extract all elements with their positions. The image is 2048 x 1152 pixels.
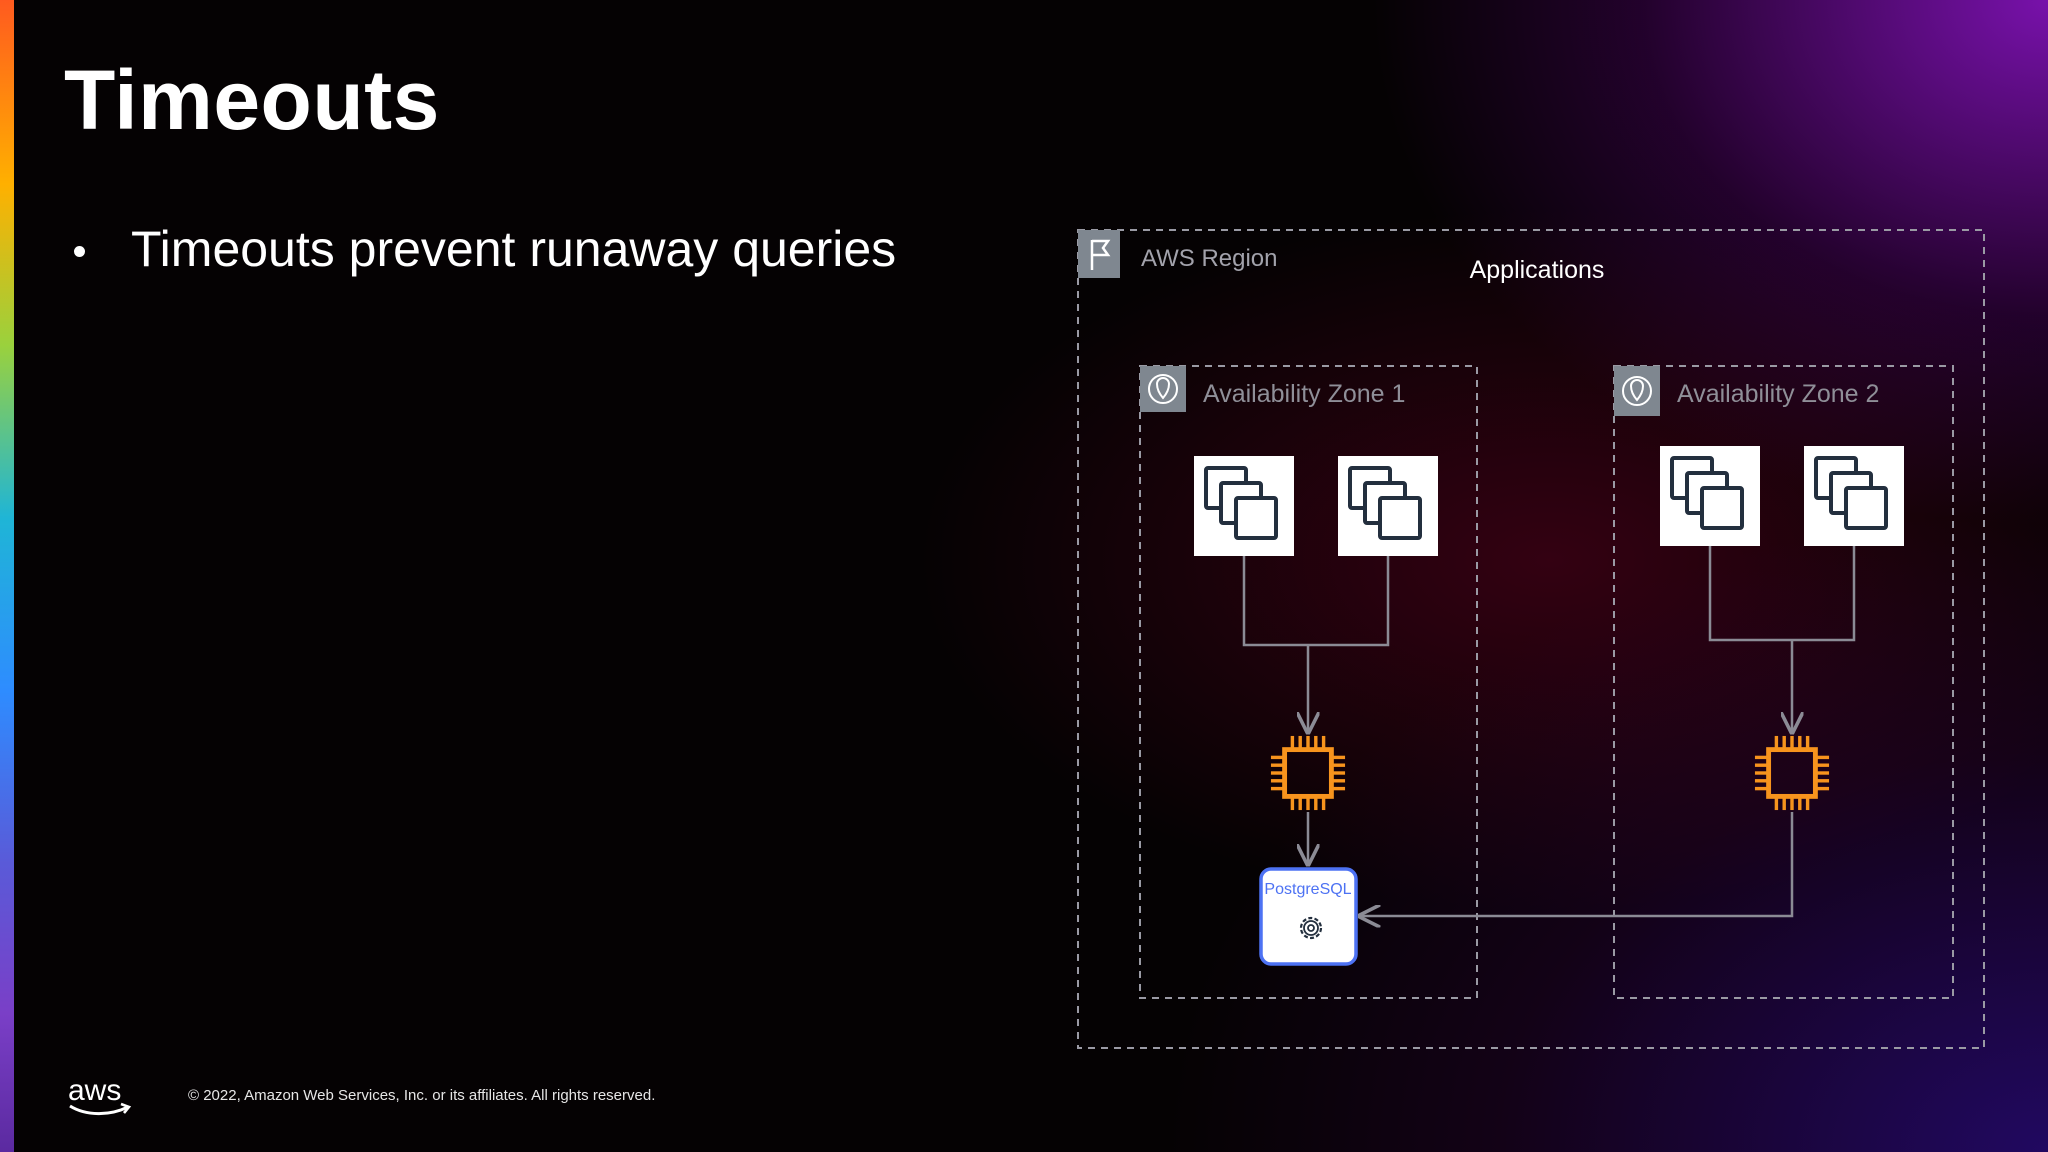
location-pin-icon	[1614, 366, 1660, 416]
bullet-item: Timeouts prevent runaway queries	[74, 220, 896, 278]
application-instance-icon	[1338, 456, 1438, 556]
bullet-text: Timeouts prevent runaway queries	[131, 221, 897, 277]
applications-label: Applications	[1470, 256, 1605, 284]
aws-logo-text: aws	[68, 1074, 121, 1107]
processor-chip-icon	[1271, 736, 1345, 810]
region-label: AWS Region	[1141, 245, 1278, 272]
postgresql-database: PostgreSQL	[1259, 867, 1358, 966]
availability-zone-2	[1613, 365, 1954, 999]
application-instance-icon	[1660, 446, 1760, 546]
availability-zone-1	[1139, 365, 1478, 999]
gear-icon	[1299, 916, 1323, 940]
copyright-notice: © 2022, Amazon Web Services, Inc. or its…	[188, 1087, 656, 1104]
zone-2-label: Availability Zone 2	[1677, 380, 1879, 408]
connectors	[1242, 546, 1856, 916]
bullet-dot	[74, 245, 85, 257]
database-label: PostgreSQL	[1264, 881, 1351, 898]
flag-icon	[1078, 230, 1120, 278]
slide-title: Timeouts	[64, 53, 440, 147]
location-pin-icon	[1140, 366, 1186, 412]
processor-chip-icon	[1755, 736, 1829, 810]
application-instance-icon	[1804, 446, 1904, 546]
accent-stripe	[0, 0, 14, 1152]
zone-1-label: Availability Zone 1	[1203, 380, 1405, 408]
region-boundary	[1077, 229, 1985, 1049]
application-instance-icon	[1194, 456, 1294, 556]
aws-logo: aws	[68, 1074, 132, 1116]
